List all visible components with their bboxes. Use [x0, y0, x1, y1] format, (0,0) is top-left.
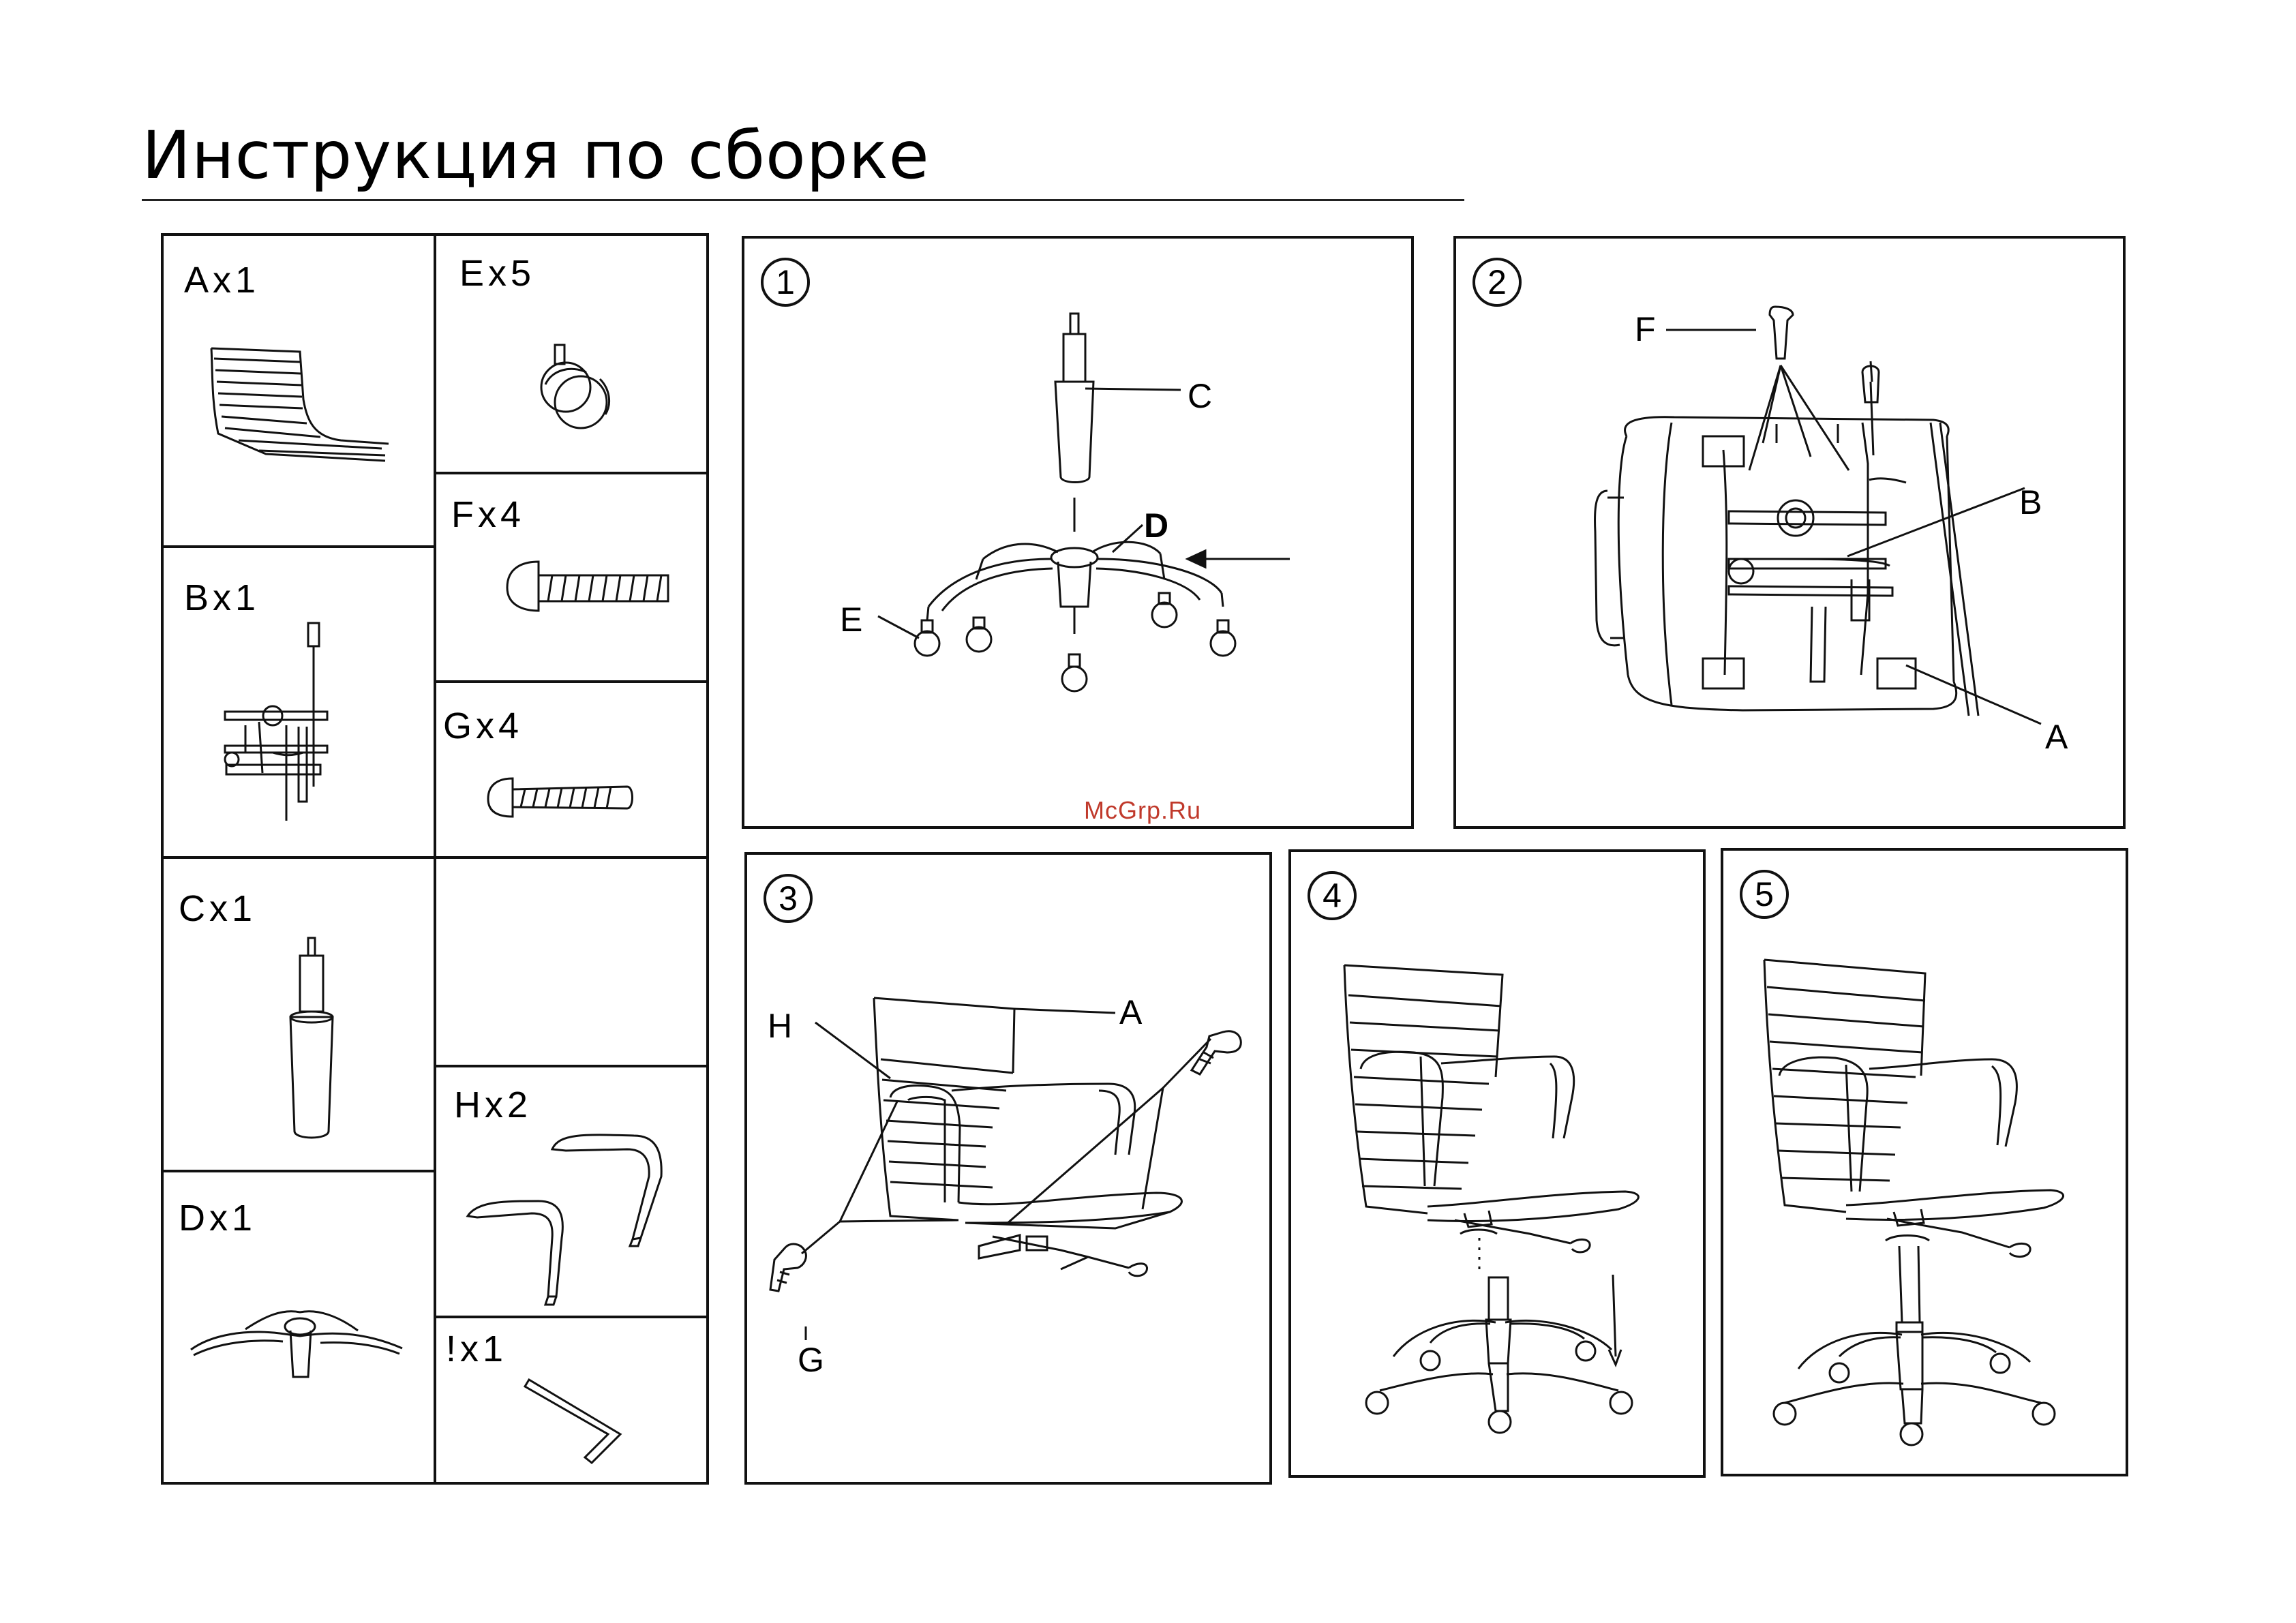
caster-drawing [436, 236, 712, 477]
bolt-g-drawing [436, 683, 712, 862]
part-cell-empty [434, 856, 709, 1067]
part-cell-h: Hx2 [434, 1065, 709, 1318]
step-2-panel: 2 F B A [1453, 236, 2126, 829]
watermark: McGrp.Ru [1084, 796, 1201, 825]
step-5-panel: 5 [1721, 848, 2128, 1476]
step-3-drawing [747, 855, 1275, 1487]
step-2-drawing [1456, 239, 2128, 832]
hex-key-drawing [436, 1318, 712, 1487]
part-cell-i: !x1 [434, 1316, 709, 1485]
bolt-f-drawing [436, 474, 712, 686]
step-4-drawing [1291, 852, 1708, 1481]
part-cell-g: Gx4 [434, 680, 709, 859]
part-cell-e: Ex5 [434, 233, 709, 474]
step-5-drawing [1723, 851, 2131, 1479]
part-cell-a: Ax1 [161, 233, 436, 548]
step-1-drawing [744, 239, 1417, 832]
step-3-panel: 3 A H G [744, 852, 1272, 1485]
step-1-panel: 1 C D E [742, 236, 1414, 829]
part-cell-f: Fx4 [434, 472, 709, 683]
part-cell-b: Bx1 [161, 545, 436, 859]
five-star-base-drawing [164, 1172, 439, 1487]
part-cell-c: Cx1 [161, 856, 436, 1172]
seat-back-drawing [164, 236, 439, 551]
gas-lift-drawing [164, 859, 439, 1175]
step-4-panel: 4 [1288, 849, 1706, 1478]
title-underline [142, 199, 1464, 201]
part-cell-d: Dx1 [161, 1170, 436, 1485]
page-title: Инструкция по сборке [142, 123, 930, 188]
mechanism-drawing [164, 548, 439, 862]
armrest-drawing [436, 1067, 712, 1321]
